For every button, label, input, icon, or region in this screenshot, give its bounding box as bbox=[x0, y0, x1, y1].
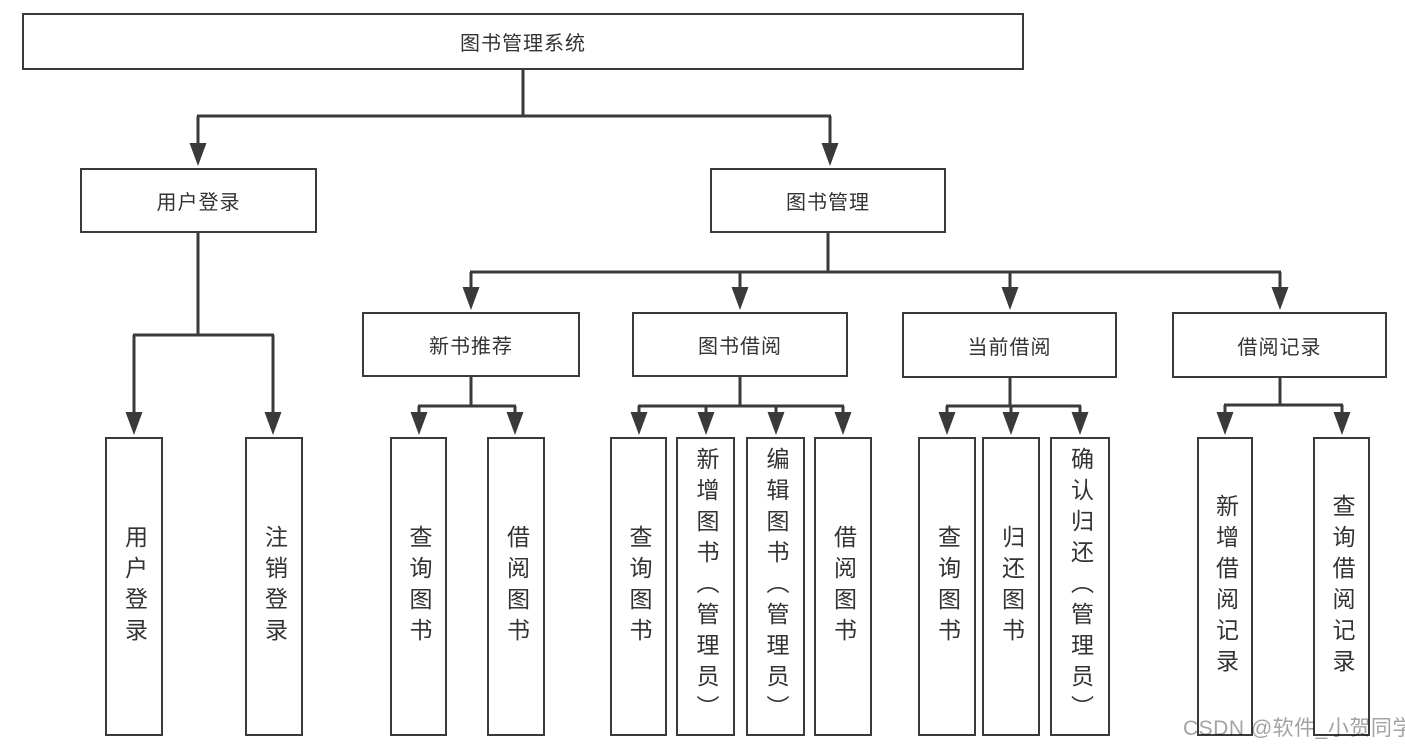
node-leaf-confirm-return-admin: 确认归还（管理员） bbox=[1050, 437, 1110, 736]
node-borrowing-records: 借阅记录 bbox=[1172, 312, 1387, 378]
node-user-login: 用户登录 bbox=[80, 168, 317, 233]
node-library-management-system-label: 图书管理系统 bbox=[460, 33, 586, 55]
node-leaf-query-borrow-record-label: 查询借阅记录 bbox=[1329, 493, 1355, 680]
node-leaf-return-book-label: 归还图书 bbox=[998, 524, 1025, 649]
node-leaf-edit-book-admin: 编辑图书（管理员） bbox=[746, 437, 805, 736]
connector-book-borrowing bbox=[630, 377, 852, 435]
node-leaf-query-borrow-record: 查询借阅记录 bbox=[1313, 437, 1370, 736]
connector-current-borrowing bbox=[938, 378, 1089, 435]
csdn-watermark: CSDN @软件_小贺同学 bbox=[1183, 717, 1405, 740]
node-leaf-borrow-books-recommendation: 借阅图书 bbox=[487, 437, 545, 736]
node-leaf-edit-book-admin-label: 编辑图书（管理员） bbox=[763, 447, 789, 726]
node-leaf-query-books-borrowing-label: 查询图书 bbox=[626, 524, 652, 649]
node-new-book-recommendation-label: 新书推荐 bbox=[429, 336, 513, 358]
node-leaf-query-books-borrowing: 查询图书 bbox=[610, 437, 667, 736]
node-leaf-logout-label: 注销登录 bbox=[261, 524, 288, 649]
connector-user-login bbox=[125, 233, 282, 435]
node-leaf-query-books-recommendation-label: 查询图书 bbox=[406, 524, 432, 649]
node-leaf-user-login-label: 用户登录 bbox=[121, 524, 148, 649]
node-leaf-query-books-current: 查询图书 bbox=[918, 437, 976, 736]
node-leaf-confirm-return-admin-label: 确认归还（管理员） bbox=[1067, 447, 1094, 726]
node-leaf-borrow-books-recommendation-label: 借阅图书 bbox=[503, 524, 530, 649]
node-leaf-add-book-admin-label: 新增图书（管理员） bbox=[693, 447, 719, 726]
connector-new-book-recommendation bbox=[410, 377, 524, 435]
node-leaf-return-book: 归还图书 bbox=[982, 437, 1040, 736]
node-leaf-add-borrow-record-label: 新增借阅记录 bbox=[1212, 493, 1239, 680]
node-book-borrowing-label: 图书借阅 bbox=[698, 336, 782, 358]
node-leaf-query-books-recommendation: 查询图书 bbox=[390, 437, 447, 736]
node-leaf-borrow-books-label: 借阅图书 bbox=[830, 524, 857, 649]
node-leaf-query-books-current-label: 查询图书 bbox=[934, 524, 961, 649]
node-current-borrowing-label: 当前借阅 bbox=[967, 336, 1052, 359]
node-book-management-label: 图书管理 bbox=[786, 192, 870, 214]
node-leaf-add-book-admin: 新增图书（管理员） bbox=[676, 437, 735, 736]
node-library-management-system: 图书管理系统 bbox=[22, 13, 1024, 70]
node-leaf-borrow-books: 借阅图书 bbox=[814, 437, 872, 736]
node-user-login-label: 用户登录 bbox=[156, 192, 241, 214]
connector-book-management bbox=[462, 233, 1289, 310]
node-borrowing-records-label: 借阅记录 bbox=[1237, 336, 1322, 359]
node-leaf-user-login: 用户登录 bbox=[105, 437, 163, 736]
connector-root bbox=[189, 70, 839, 166]
node-book-management: 图书管理 bbox=[710, 168, 946, 233]
node-current-borrowing: 当前借阅 bbox=[902, 312, 1117, 378]
connector-borrowing-records bbox=[1216, 378, 1351, 435]
node-leaf-logout: 注销登录 bbox=[245, 437, 303, 736]
node-book-borrowing: 图书借阅 bbox=[632, 312, 848, 377]
node-leaf-add-borrow-record: 新增借阅记录 bbox=[1197, 437, 1253, 736]
node-new-book-recommendation: 新书推荐 bbox=[362, 312, 580, 377]
